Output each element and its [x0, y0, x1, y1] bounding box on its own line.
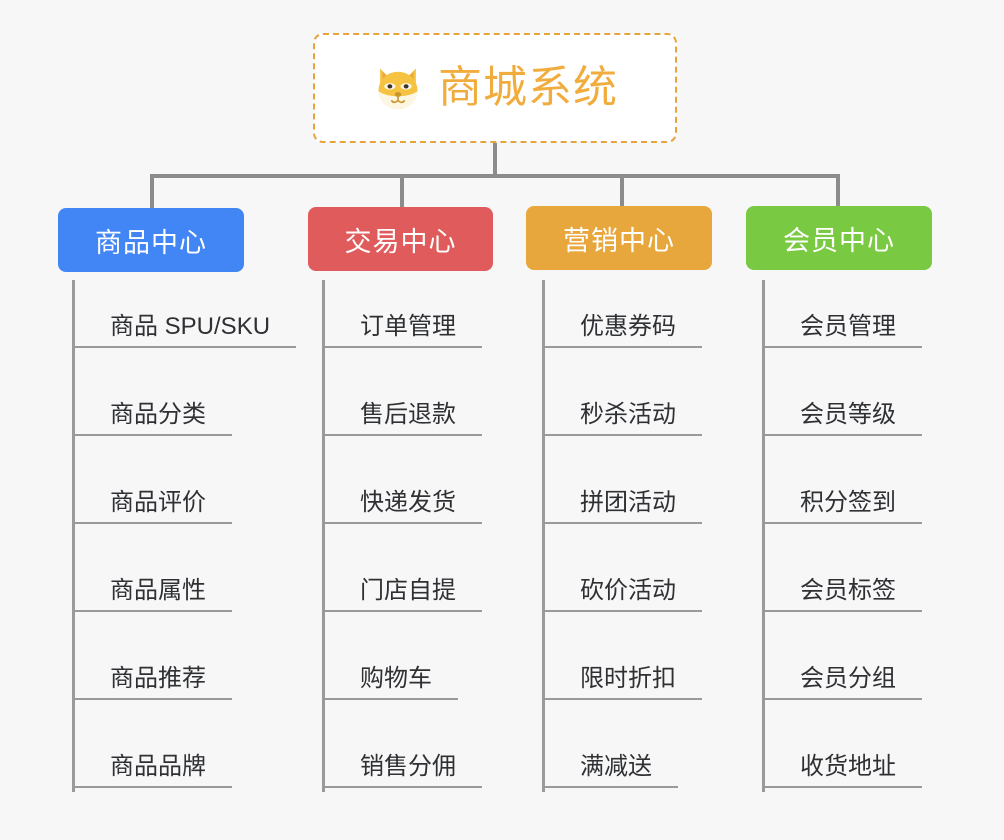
list-item[interactable]: 会员标签: [762, 564, 922, 612]
list-item-label: 砍价活动: [542, 577, 702, 612]
root-node-mall-system[interactable]: 商城系统: [313, 33, 677, 143]
branch-box-3-label: 营销中心: [563, 225, 675, 256]
list-item[interactable]: 满减送: [542, 740, 678, 788]
list-item-label: 会员标签: [762, 577, 922, 612]
connector-crossbar: [150, 174, 840, 178]
connector-drop-1: [150, 174, 154, 210]
connector-drop-2: [400, 174, 404, 210]
branch-box-4[interactable]: 会员中心: [746, 206, 932, 270]
branch-box-1-label: 商品中心: [95, 227, 207, 258]
branch-box-4-label: 会员中心: [783, 225, 895, 256]
list-item-label: 商品品牌: [72, 753, 232, 788]
list-item-label: 拼团活动: [542, 489, 702, 524]
list-item-label: 商品分类: [72, 401, 232, 436]
list-item[interactable]: 商品属性: [72, 564, 232, 612]
branch-spine-1: [72, 280, 75, 792]
list-item[interactable]: 限时折扣: [542, 652, 702, 700]
list-item-label: 会员管理: [762, 313, 922, 348]
list-item[interactable]: 积分签到: [762, 476, 922, 524]
list-item-label: 订单管理: [322, 313, 482, 348]
list-item[interactable]: 订单管理: [322, 300, 482, 348]
list-item[interactable]: 售后退款: [322, 388, 482, 436]
list-item[interactable]: 商品评价: [72, 476, 232, 524]
list-item-label: 会员分组: [762, 665, 922, 700]
list-item[interactable]: 商品品牌: [72, 740, 232, 788]
list-item-label: 购物车: [322, 665, 458, 700]
list-item[interactable]: 秒杀活动: [542, 388, 702, 436]
list-item-label: 商品推荐: [72, 665, 232, 700]
list-item[interactable]: 收货地址: [762, 740, 922, 788]
list-item[interactable]: 砍价活动: [542, 564, 702, 612]
branch-spine-4: [762, 280, 765, 792]
list-item-label: 商品属性: [72, 577, 232, 612]
list-item-label: 收货地址: [762, 753, 922, 788]
list-item[interactable]: 会员管理: [762, 300, 922, 348]
list-item-label: 优惠券码: [542, 313, 702, 348]
list-item-label: 会员等级: [762, 401, 922, 436]
branch-box-1[interactable]: 商品中心: [58, 208, 244, 272]
list-item-label: 秒杀活动: [542, 401, 702, 436]
list-item[interactable]: 会员等级: [762, 388, 922, 436]
list-item[interactable]: 门店自提: [322, 564, 482, 612]
branch-box-2[interactable]: 交易中心: [308, 207, 493, 271]
list-item-label: 商品评价: [72, 489, 232, 524]
root-title: 商城系统: [438, 63, 618, 112]
list-item-label: 满减送: [542, 753, 678, 788]
branch-box-2-label: 交易中心: [344, 226, 457, 257]
list-item-label: 快递发货: [322, 489, 482, 524]
connector-drop-3: [620, 174, 624, 210]
list-item[interactable]: 购物车: [322, 652, 458, 700]
list-item-label: 门店自提: [322, 577, 482, 612]
list-item[interactable]: 优惠券码: [542, 300, 702, 348]
list-item[interactable]: 拼团活动: [542, 476, 702, 524]
list-item[interactable]: 销售分佣: [322, 740, 482, 788]
connector-trunk: [493, 143, 497, 178]
list-item-label: 售后退款: [322, 401, 482, 436]
branch-box-3[interactable]: 营销中心: [526, 206, 712, 270]
dog-face-emoji: [372, 62, 424, 114]
list-item-label: 商品 SPU/SKU: [72, 313, 297, 348]
list-item[interactable]: 会员分组: [762, 652, 922, 700]
connector-drop-4: [836, 174, 840, 210]
list-item[interactable]: 商品分类: [72, 388, 232, 436]
list-item-label: 销售分佣: [322, 753, 482, 788]
list-item[interactable]: 商品推荐: [72, 652, 232, 700]
branch-spine-2: [322, 280, 325, 792]
list-item-label: 积分签到: [762, 489, 922, 524]
list-item-label: 限时折扣: [542, 665, 702, 700]
list-item[interactable]: 商品 SPU/SKU: [72, 300, 297, 348]
list-item[interactable]: 快递发货: [322, 476, 482, 524]
branch-spine-3: [542, 280, 545, 792]
